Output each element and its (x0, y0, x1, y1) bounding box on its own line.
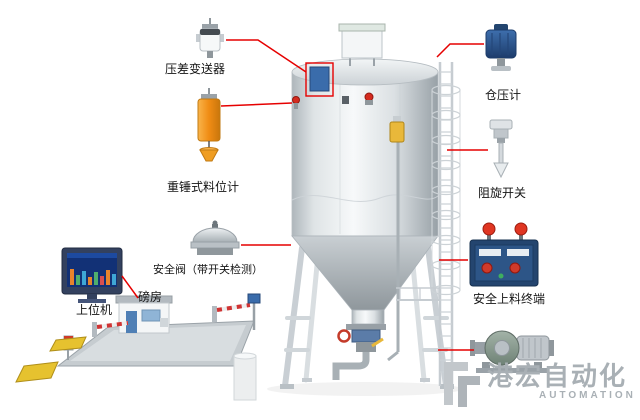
top-valve-right (364, 92, 374, 102)
silo-pressure-gauge-device (485, 24, 517, 71)
label-silo-pressure-gauge: 仓压计 (484, 88, 521, 102)
bin-vent-filter (341, 27, 383, 59)
host-computer-monitor (61, 247, 123, 303)
silo-body (291, 58, 439, 237)
alarm-beacon-right (514, 222, 528, 236)
rotary-level-switch-device (489, 119, 513, 179)
yellow-pad-1 (49, 336, 87, 352)
barrier-gate-left (92, 322, 97, 337)
safe-loading-terminal-device (469, 222, 539, 287)
ground-shadow (267, 382, 463, 396)
top-valve-left (292, 96, 300, 104)
barrier-gate-right (212, 306, 217, 322)
safety-valve-device (190, 220, 240, 255)
yellow-pad-2 (15, 361, 59, 383)
side-pipe (387, 116, 405, 362)
label-safe-loading-terminal: 安全上料终端 (472, 292, 545, 306)
level-probe (389, 121, 405, 143)
watermark-logo (444, 362, 480, 407)
pressure-transmitter-device (196, 18, 224, 58)
scale-camera (247, 293, 261, 304)
callout-box-outline (305, 62, 334, 97)
label-pressure-transmitter: 压差变送器 (164, 62, 225, 76)
label-rotary-level-switch: 阻旋开关 (477, 186, 526, 200)
label-host-computer: 上位机 (75, 303, 112, 317)
blower-device (470, 330, 554, 373)
hammer-level-gauge-device (197, 88, 221, 162)
watermark-subtitle: AUTOMATION (539, 390, 636, 401)
alarm-beacon-left (482, 222, 496, 236)
pressure-sensor-box (309, 66, 330, 92)
connector-lines (121, 39, 488, 351)
ladder (396, 62, 461, 386)
label-weigh-house: 磅房 (137, 290, 162, 304)
discharge-valve (332, 324, 386, 380)
silo-top-equipment (292, 23, 386, 109)
watermark-brand: 港宏自动化 (487, 361, 628, 391)
cylinder-pillar (233, 355, 257, 401)
label-hammer-level-gauge: 重锤式料位计 (166, 180, 239, 194)
silo-cone (291, 235, 439, 325)
label-safety-valve: 安全阀（带开关检测） (153, 264, 263, 276)
weighbridge (15, 293, 261, 401)
